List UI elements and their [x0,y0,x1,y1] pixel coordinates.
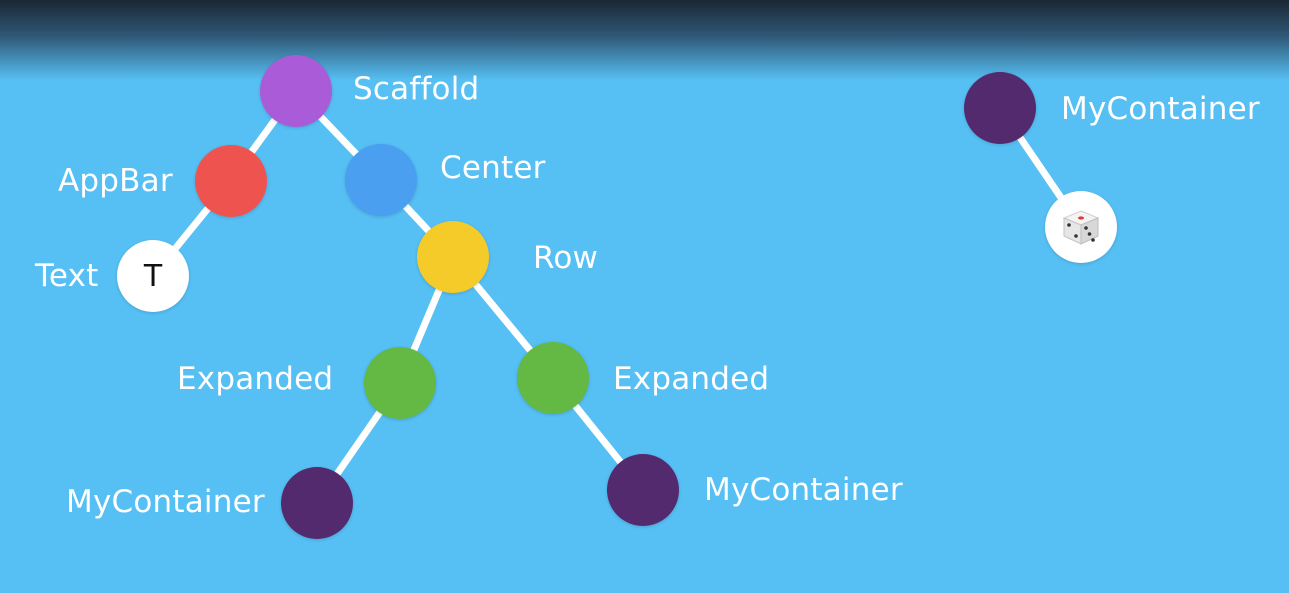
scaffold-node [260,55,332,127]
text-label: Text [35,258,99,294]
top-gradient [0,0,1289,80]
mycontainer-right-node [607,454,679,526]
row-label: Row [533,240,599,276]
die-node [1045,191,1117,263]
appbar-node [195,145,267,217]
scaffold-label: Scaffold [353,71,480,107]
expanded-right-label: Expanded [613,361,770,397]
text-node-letter: T [143,258,163,294]
row-node [417,221,489,293]
mycontainer-separate-node [964,72,1036,144]
mycontainer-left-label: MyContainer [66,484,265,520]
text-node: T [117,240,189,312]
expanded-left-node [364,347,436,419]
dice-icon [1062,210,1100,245]
mycontainer-left-node [281,467,353,539]
center-label: Center [440,150,546,186]
expanded-right-node [517,342,589,414]
appbar-label: AppBar [58,163,173,199]
center-node [345,144,417,216]
mycontainer-right-label: MyContainer [704,472,903,508]
expanded-left-label: Expanded [177,361,334,397]
mycontainer-separate-label: MyContainer [1061,91,1260,127]
